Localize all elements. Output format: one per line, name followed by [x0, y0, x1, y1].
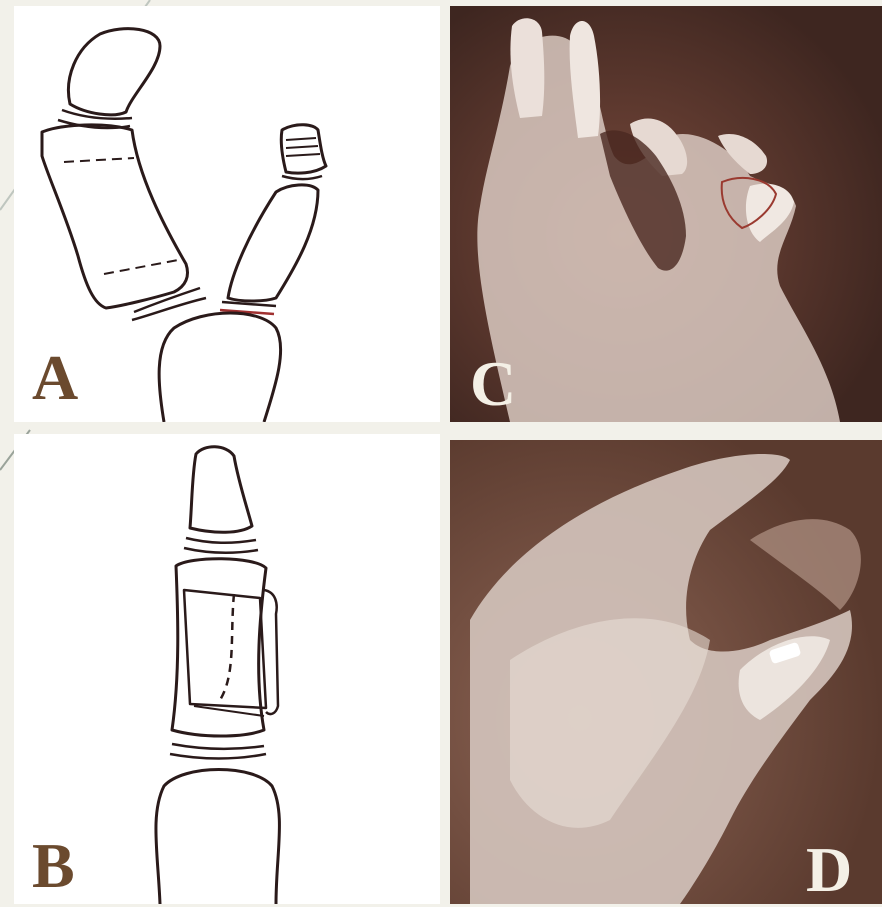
distal-bands: [286, 138, 320, 156]
distal-phalanx-left: [68, 29, 160, 115]
joint-gap-3: [172, 744, 264, 749]
panel-c-radiograph: C: [450, 6, 882, 422]
joint-gap-6: [222, 302, 276, 306]
graft-block: [184, 590, 266, 708]
panel-b-drawing: B: [14, 434, 440, 904]
proximal-phalanx-left: [42, 125, 188, 308]
joint-gap-5: [282, 176, 322, 179]
panel-a-drawing: A: [14, 6, 440, 422]
joint-gap-4: [170, 754, 266, 759]
osteotomy-line-2: [104, 260, 178, 274]
panel-label-c: C: [470, 352, 516, 416]
panel-label-d: D: [806, 838, 852, 902]
metacarpal: [156, 770, 280, 905]
panel-label-a: A: [32, 346, 78, 410]
graft-cut-line: [220, 594, 234, 700]
joint-gap-1: [186, 538, 256, 543]
osteotomy-line-1: [64, 158, 134, 162]
middle-phalanx-right: [228, 185, 318, 301]
panel-d-radiograph: D: [450, 440, 882, 904]
finger-diagram-b: [14, 434, 440, 904]
joint-gap-2: [184, 548, 258, 553]
distal-phalanx: [190, 447, 252, 533]
distal-phalanx-right: [281, 125, 326, 173]
metacarpal-head: [159, 313, 281, 422]
panel-label-b: B: [32, 834, 75, 898]
